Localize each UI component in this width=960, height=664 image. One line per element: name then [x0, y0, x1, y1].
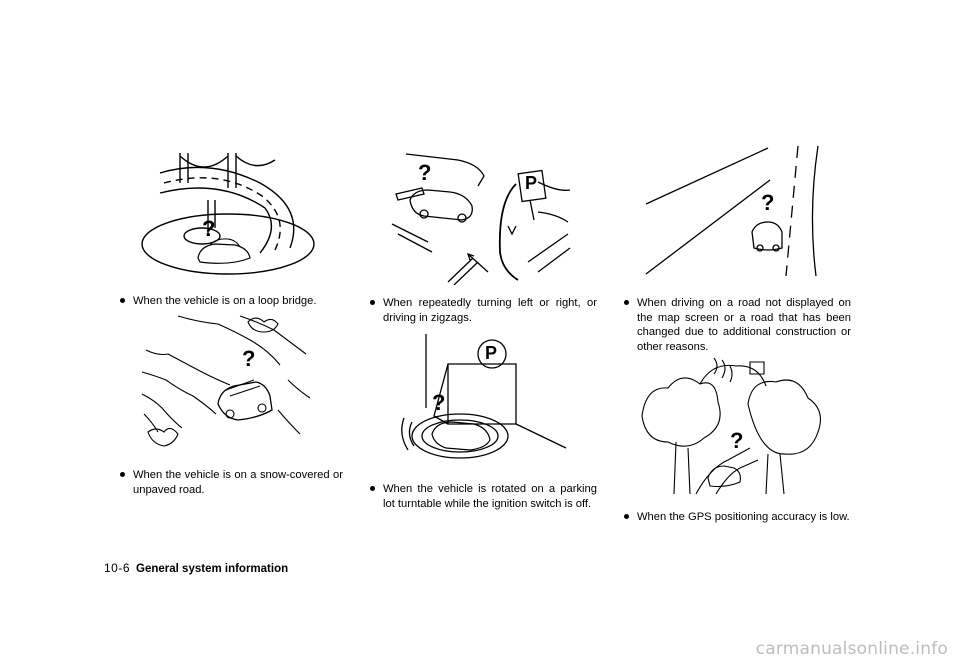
bullet-text: When driving on a road not displayed on …	[637, 297, 851, 353]
question-mark-icon: ?	[202, 216, 216, 241]
bullet-text: When the GPS positioning accuracy is low…	[637, 511, 850, 523]
question-mark-icon: ?	[418, 160, 432, 185]
gps-accuracy-illustration: ?	[640, 356, 828, 496]
unmapped-road-illustration: ?	[640, 142, 836, 279]
bullet-loop-bridge: When the vehicle is on a loop bridge.	[120, 294, 343, 309]
question-mark-icon: ?	[242, 346, 256, 371]
bullet-icon	[624, 300, 629, 305]
bullet-zigzag: When repeatedly turning left or right, o…	[370, 296, 597, 325]
page-footer: 10-6 General system information	[104, 561, 288, 575]
bullet-gps-accuracy: When the GPS positioning accuracy is low…	[624, 510, 857, 525]
bullet-icon	[624, 514, 629, 519]
bullet-new-road: When driving on a road not displayed on …	[624, 296, 851, 354]
bullet-text: When the vehicle is rotated on a parking…	[383, 483, 597, 510]
parking-letter-icon: P	[525, 173, 538, 193]
page-number: 10-6	[104, 561, 131, 575]
bullet-snow-road: When the vehicle is on a snow-covered or…	[120, 468, 343, 497]
watermark: carmanualsonline.info	[755, 639, 948, 659]
bullet-text: When the vehicle is on a snow-covered or…	[133, 469, 343, 496]
question-mark-icon: ?	[761, 190, 775, 215]
bullet-text: When repeatedly turning left or right, o…	[383, 297, 597, 324]
question-mark-icon: ?	[432, 390, 446, 415]
snow-road-illustration: ?	[138, 310, 320, 458]
parking-letter-icon: P	[485, 343, 498, 363]
loop-bridge-illustration: ?	[140, 148, 320, 278]
section-title: General system information	[136, 563, 289, 575]
bullet-icon	[370, 486, 375, 491]
bullet-icon	[370, 300, 375, 305]
question-mark-icon: ?	[730, 428, 744, 453]
bullet-icon	[120, 472, 125, 477]
turntable-illustration: P ?	[396, 330, 571, 465]
bullet-text: When the vehicle is on a loop bridge.	[133, 295, 317, 307]
zigzag-driving-illustration: ? P	[388, 142, 573, 285]
bullet-icon	[120, 298, 125, 303]
bullet-turntable: When the vehicle is rotated on a parking…	[370, 482, 597, 511]
